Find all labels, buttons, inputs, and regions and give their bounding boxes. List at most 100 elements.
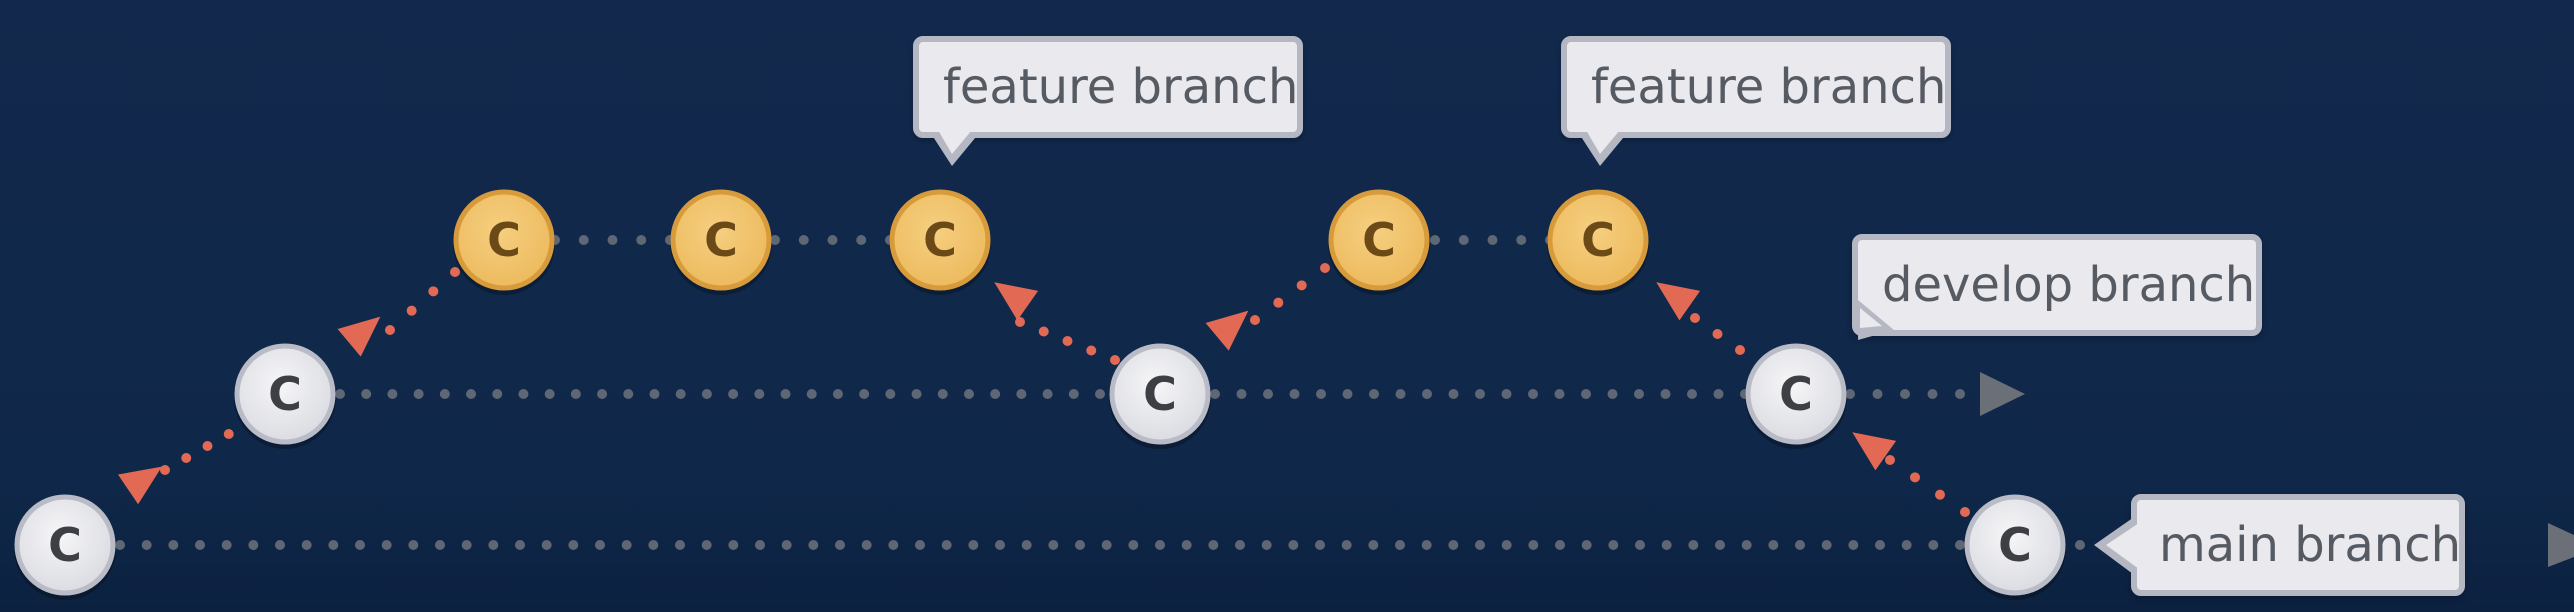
merge-feature-2-line-dot (1735, 345, 1745, 355)
develop-branch-line-tail-dot (1955, 389, 1965, 399)
branch-off-feature-2-line-dot (1273, 297, 1284, 308)
merge-feature-2-line-dot (1712, 329, 1723, 339)
develop-branch-line-2-dot (1634, 389, 1644, 399)
commit-develop-3: C (1745, 343, 1847, 449)
main-branch-line-dot (808, 540, 819, 550)
main-branch-line-dot (408, 540, 419, 550)
feature-branch-callout-2: feature branch (1561, 36, 1951, 138)
commit-feature-2a: C (1328, 189, 1430, 295)
commit-develop-3-label: C (1779, 367, 1813, 421)
commit-feature-1a-circle (453, 189, 555, 291)
merge-feature-1-line-dot (1086, 345, 1097, 356)
main-branch-line-dot (221, 540, 232, 550)
branch-off-feature-1-line-dot (385, 325, 395, 335)
branch-off-feature-2-line-dot (1250, 315, 1260, 325)
branch-off-feature-1-line-dot (428, 286, 439, 297)
commit-feature-2a-label: C (1362, 213, 1396, 267)
release-merge-line-dot (1910, 472, 1920, 483)
arrow-to-feature-2-end (1656, 282, 1701, 321)
develop-branch-line-2-dot (1475, 389, 1485, 399)
feature-branch-1-line-a-dot (607, 235, 618, 245)
develop-branch-line-2-dot (1501, 389, 1512, 399)
develop-branch-line-2-dot (1528, 389, 1538, 399)
commit-develop-2-circle (1109, 343, 1211, 445)
branch-off-develop-line-dot (181, 453, 192, 463)
feature-branch-2-line (1430, 235, 1555, 245)
main-branch-line-dot (781, 540, 792, 550)
develop-branch-line-2 (1210, 389, 1750, 399)
develop-branch-label: develop branch (1882, 257, 2256, 313)
commit-feature-1b-label: C (704, 213, 738, 267)
main-branch-line-dot (1235, 540, 1245, 550)
arrow-to-main-start (118, 466, 162, 505)
develop-branch-line-2-dot (1289, 389, 1300, 399)
main-branch-line-dot (915, 540, 925, 550)
main-branch-line-dot (275, 540, 285, 550)
branch-off-develop-line-dot (223, 429, 234, 439)
commit-develop-1-label: C (268, 367, 302, 421)
develop-branch-line-dot (623, 389, 634, 399)
feature-branch-2-line-dot (1516, 235, 1527, 245)
develop-branch-line-dot (780, 389, 791, 399)
main-branch-line-dot (835, 540, 845, 550)
branch-off-feature-1-line (385, 267, 460, 335)
develop-branch-line-dot (492, 389, 503, 399)
develop-branch-line-tail-dot (1900, 389, 1910, 399)
main-branch-line-dot (968, 540, 979, 550)
merge-feature-2-line (1690, 313, 1745, 355)
main-branch-line-dot (1075, 540, 1085, 550)
develop-branch-line-dot (832, 389, 843, 399)
main-branch-label: main branch (2159, 517, 2462, 573)
develop-branch-line-dot (990, 389, 1001, 399)
main-branch-line-dot (488, 540, 499, 550)
main-branch-line-dot (1048, 540, 1059, 550)
main-branch-callout: main branch (2131, 494, 2465, 596)
develop-branch-line-2-dot (1236, 389, 1247, 399)
main-branch-line-dot (1395, 540, 1405, 550)
commit-feature-2b: C (1547, 189, 1649, 295)
main-branch-line-dot (1768, 540, 1779, 550)
develop-branch-line-tail-dot (1872, 389, 1883, 399)
main-branch-line-dot (1101, 540, 1112, 550)
release-merge-line-dot (1935, 489, 1945, 500)
main-branch-line-dot (1181, 540, 1192, 550)
main-branch-line-dot (888, 540, 899, 550)
main-branch-line-dot (1261, 540, 1272, 550)
branch-off-develop-line-dot (202, 441, 213, 451)
feature-branch-callout-1: feature branch (913, 36, 1303, 138)
main-branch-line-dot (861, 540, 872, 550)
main-branch-line-dot (1448, 540, 1459, 550)
main-branch-line-dot (701, 540, 712, 550)
branch-off-feature-2-line-dot (1320, 263, 1330, 273)
commit-feature-2b-label: C (1581, 213, 1615, 267)
main-branch-line-dot (1795, 540, 1805, 550)
branch-off-develop-line-dot (160, 465, 170, 475)
develop-branch-line-dot (387, 389, 398, 399)
commit-main-1-label: C (48, 518, 82, 572)
main-branch-line-dot (648, 540, 659, 550)
main-branch-line-dot (515, 540, 525, 550)
develop-branch-line-2-dot (1263, 389, 1273, 399)
release-merge-line-dot (1960, 507, 1970, 517)
feature-branch-1-line-a-dot (578, 235, 589, 245)
commit-develop-1: C (234, 343, 336, 449)
develop-branch-line-dot (544, 389, 555, 399)
commit-feature-1b: C (670, 189, 772, 295)
main-branch-line-dot (1608, 540, 1619, 550)
feature-branch-label-2: feature branch (1591, 59, 1947, 115)
feature-branch-2-line-dot (1487, 235, 1498, 245)
commit-main-2-circle (1964, 494, 2066, 596)
branch-off-feature-2-line (1250, 263, 1330, 325)
main-branch-line-dot (1661, 540, 1672, 550)
commit-feature-1a-label: C (487, 213, 521, 267)
develop-branch-line-dot (570, 389, 581, 399)
feature-branch-1-line-a (550, 235, 675, 245)
branch-off-feature-1-line-dot (406, 305, 417, 316)
develop-branch-line-dot (518, 389, 529, 399)
develop-branch-line-dot (466, 389, 477, 399)
main-branch-line-dot (728, 540, 739, 550)
commit-feature-2a-circle (1328, 189, 1430, 291)
develop-branch-line-2-dot (1448, 389, 1459, 399)
main-branch-line-dot (381, 540, 392, 550)
